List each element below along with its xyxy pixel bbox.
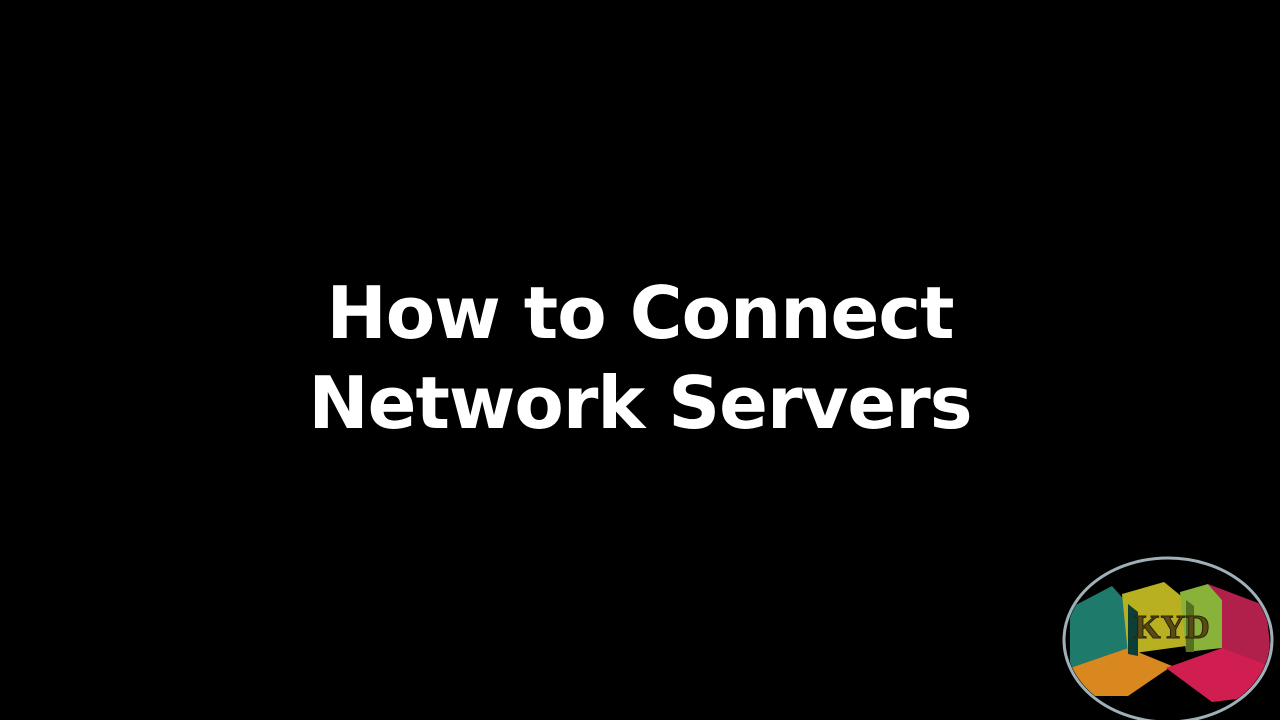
logo-shadow-right	[1186, 600, 1194, 652]
title-line-1: How to Connect	[326, 271, 954, 355]
logo-crimson-face	[1166, 648, 1270, 702]
logo-text: KYD	[1134, 609, 1210, 646]
logo-teal-face	[1070, 586, 1128, 668]
title-card: How to Connect Network Servers	[0, 268, 1280, 448]
logo-magenta-face	[1208, 584, 1270, 666]
logo-orange-face	[1070, 648, 1172, 696]
kyd-logo: KYD	[1062, 556, 1274, 720]
title-line-2: Network Servers	[308, 361, 972, 445]
logo-shadow-left	[1128, 604, 1138, 656]
